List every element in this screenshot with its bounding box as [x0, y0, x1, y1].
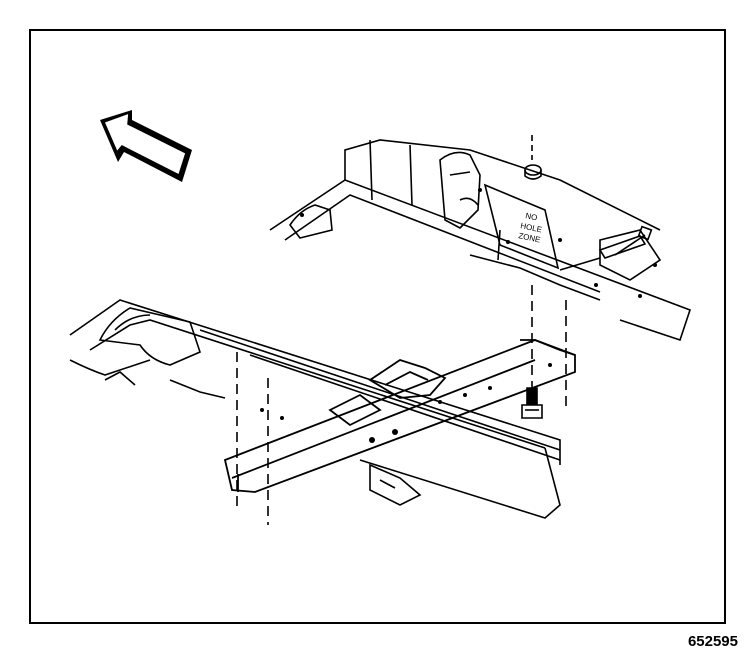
upper-bolt-icon — [598, 225, 653, 259]
upper-mounting-holes — [300, 188, 657, 298]
nut-icon — [524, 135, 542, 180]
lower-bolt-icon — [521, 387, 543, 419]
panel-label-line2: HOLE — [520, 221, 543, 234]
diagram-border — [29, 29, 726, 624]
direction-arrow-icon — [100, 110, 192, 182]
panel-label-line1: NO — [525, 211, 539, 222]
upper-body-rail — [269, 139, 692, 342]
alignment-lines — [236, 285, 567, 525]
crossmember — [223, 339, 576, 493]
frame-rail — [69, 299, 561, 519]
figure-number: 652595 — [687, 633, 738, 650]
crossmember-holes — [260, 363, 552, 443]
no-hole-zone-panel: NO HOLE ZONE — [518, 211, 543, 244]
